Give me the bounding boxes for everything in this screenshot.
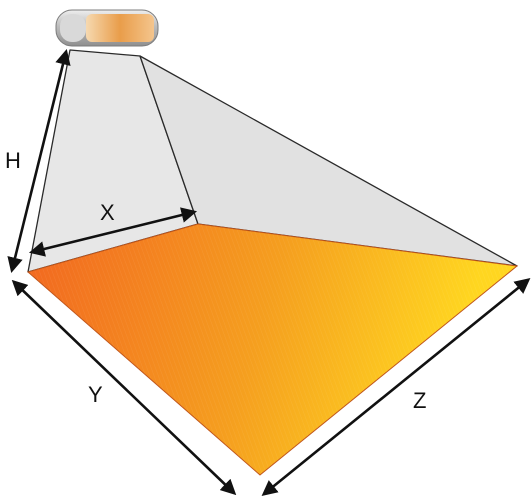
label-y: Y xyxy=(88,382,103,407)
height-arrow xyxy=(7,48,71,274)
infrared-heater-icon xyxy=(55,9,159,47)
width-x-arrow xyxy=(28,207,198,257)
label-x: X xyxy=(100,200,115,225)
label-z: Z xyxy=(413,388,426,413)
label-h: H xyxy=(5,148,21,173)
depth-y-arrow xyxy=(11,279,237,496)
width-z-arrow xyxy=(261,278,531,496)
